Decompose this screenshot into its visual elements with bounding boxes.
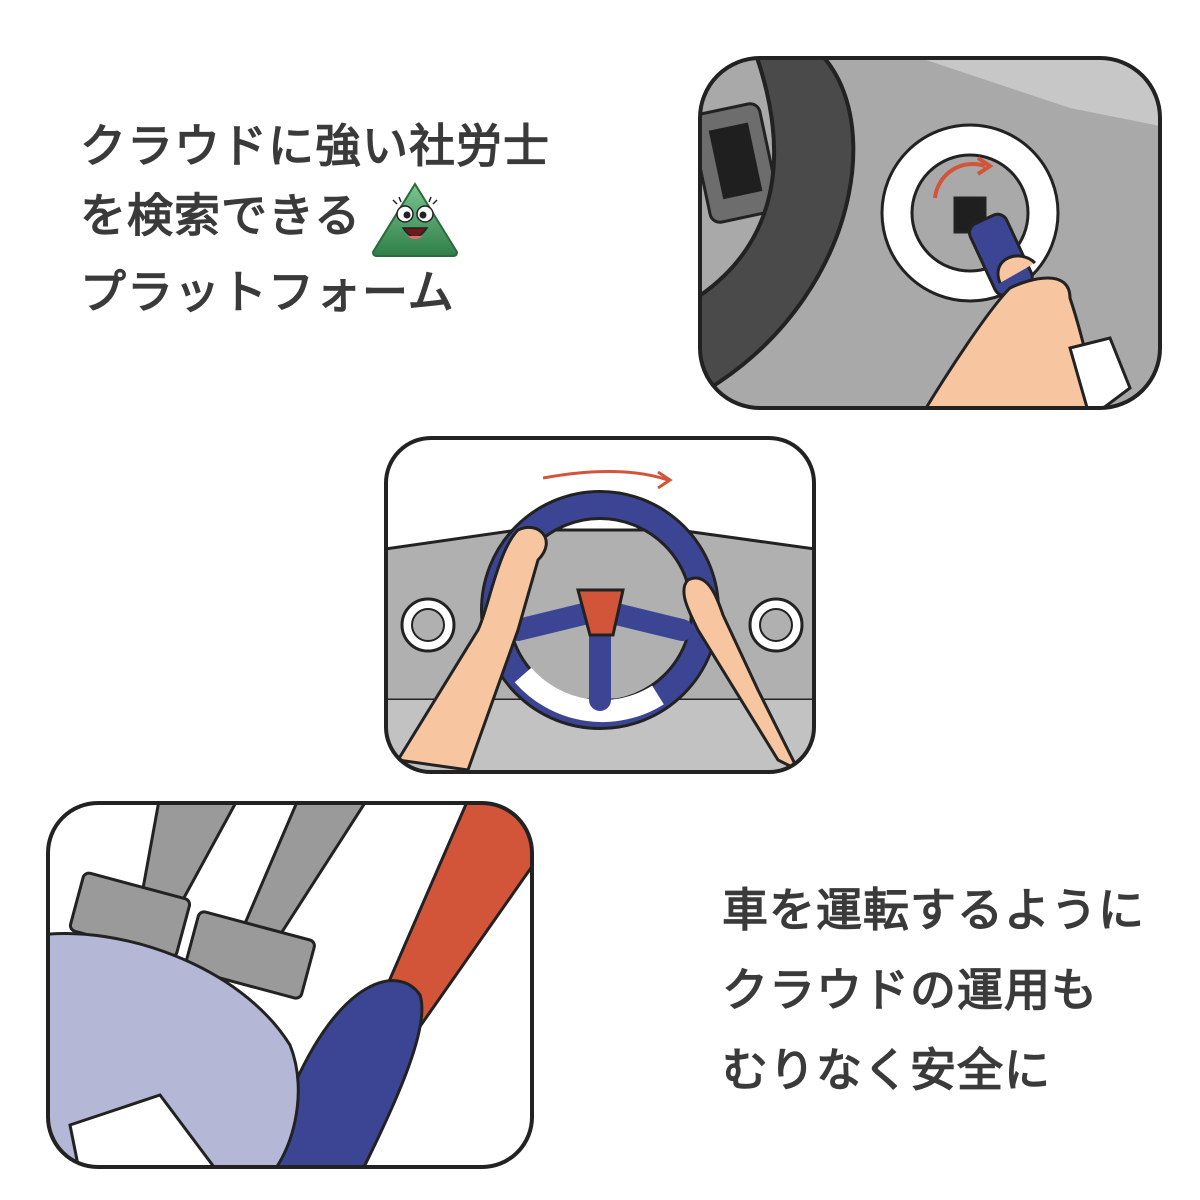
ignition-key-illustration [698, 56, 1162, 410]
caption-line-2: クラウドの運用も [722, 963, 1098, 1017]
caption-line-3: むりなく安全に [722, 1043, 1051, 1097]
pedal-foot-illustration [46, 801, 534, 1169]
headline: クラウドに強い社労士 を検索できる プラットフォーム [80, 112, 550, 326]
green-triangle-mascot-icon [372, 182, 459, 257]
headline-line-2-text: を検索できる [80, 188, 362, 243]
caption: 車を運転するように クラウドの運用も むりなく安全に [722, 870, 1145, 1110]
caption-line-1: 車を運転するように [722, 883, 1145, 937]
steering-wheel-illustration [384, 436, 816, 774]
headline-line-1: クラウドに強い社労士 [80, 119, 550, 173]
headline-line-3: プラットフォーム [80, 265, 455, 319]
headline-line-2: を検索できる [80, 180, 550, 258]
